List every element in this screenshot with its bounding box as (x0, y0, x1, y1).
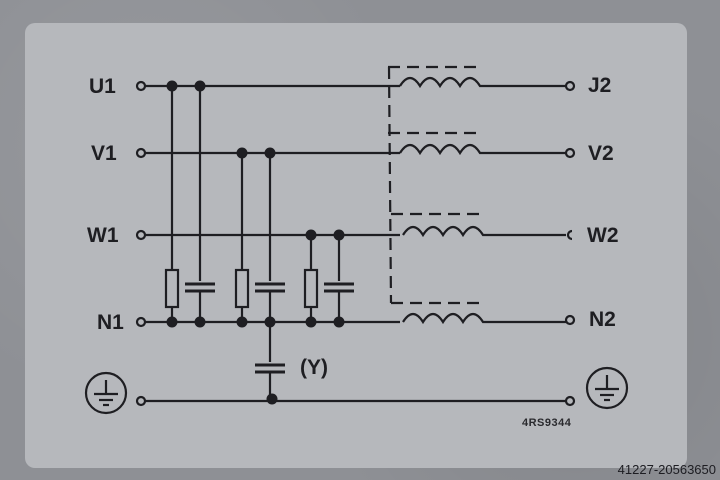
phase-lines (145, 84, 566, 403)
y-capacitor-label: (Y) (300, 356, 328, 379)
protective-earth-right-icon (585, 366, 629, 410)
output-terminals (564, 80, 576, 407)
capacitors (185, 281, 354, 374)
input-terminals (135, 80, 147, 407)
protective-earth-left-icon (84, 371, 128, 415)
choke-coils (399, 76, 566, 325)
resistors (164, 268, 319, 309)
watermark: 41227-20563650 (617, 462, 716, 477)
x-branches (170, 86, 341, 401)
junction-dots (166, 80, 345, 405)
label-plate (25, 23, 687, 468)
output-label-w2: W2 (587, 224, 619, 247)
input-label-n1: N1 (97, 311, 124, 334)
part-code: 4RS9344 (522, 417, 572, 429)
input-label-v1: V1 (91, 142, 117, 165)
output-label-u2: J2 (588, 74, 612, 97)
input-label-w1: W1 (87, 224, 119, 247)
core-dashes (387, 65, 486, 305)
input-label-u1: U1 (89, 75, 116, 98)
output-label-v2: V2 (588, 142, 614, 165)
output-label-n2: N2 (589, 308, 616, 331)
